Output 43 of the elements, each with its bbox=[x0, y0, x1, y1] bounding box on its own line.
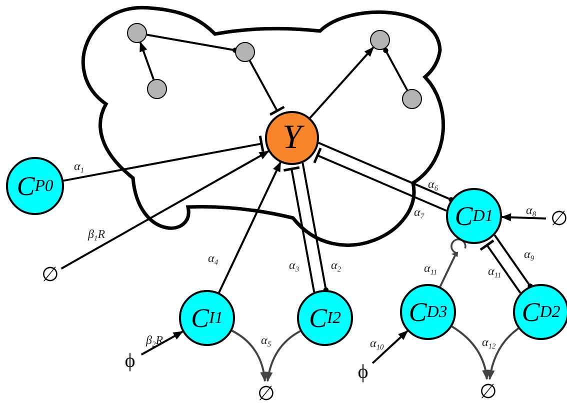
connector-line bbox=[318, 142, 454, 202]
edge-label: β$_{1}$R bbox=[88, 228, 106, 242]
connector-line bbox=[302, 162, 329, 293]
edge-label: α$_{5}$ bbox=[261, 334, 272, 348]
arrow bbox=[451, 326, 490, 380]
connector-line bbox=[146, 34, 238, 53]
empty-set-symbol: ∅ bbox=[480, 382, 496, 402]
arrow bbox=[487, 328, 519, 380]
arrow bbox=[372, 330, 408, 364]
edge-label: α$_{10}$ bbox=[370, 337, 384, 352]
edge-label: α$_{1}$ bbox=[74, 160, 84, 174]
arrow bbox=[231, 330, 268, 382]
edge-label: β$_{2}$R bbox=[146, 334, 164, 348]
edge-label: α$_{2}$ bbox=[331, 259, 342, 274]
connector-line bbox=[383, 48, 408, 91]
edge-label: α$_{12}$ bbox=[482, 336, 496, 350]
edge-label: α$_{7}$ bbox=[414, 206, 424, 220]
connector-line bbox=[494, 234, 533, 289]
inhibition-line bbox=[282, 166, 316, 292]
inhibition-line bbox=[313, 146, 447, 212]
empty-set-symbol: ∅ bbox=[258, 384, 274, 403]
edge-label: α$_{8}$ bbox=[526, 204, 536, 218]
arrow bbox=[500, 213, 546, 222]
arrow bbox=[309, 46, 374, 119]
arrow bbox=[140, 330, 184, 356]
connector-line bbox=[439, 238, 466, 288]
edge-label: α$_{6}$ bbox=[428, 178, 438, 192]
edge-label: α$_{3}$ bbox=[289, 259, 300, 274]
inhibition-line bbox=[479, 239, 522, 294]
edge-label: α$_{11}$ bbox=[424, 262, 438, 276]
inhibition-line bbox=[63, 134, 264, 182]
empty-set-symbol: ∅ bbox=[551, 209, 567, 229]
edge-label: α$_{4}$ bbox=[208, 252, 218, 266]
empty-set-symbol: ∅ bbox=[42, 265, 58, 285]
arrow bbox=[139, 41, 155, 80]
edge-label: α$_{9}$ bbox=[524, 248, 534, 262]
arrow bbox=[60, 150, 270, 270]
edge-label: α$_{11}$ bbox=[488, 265, 502, 280]
empty-set-symbol: ϕ bbox=[355, 362, 371, 382]
empty-set-symbol: ϕ bbox=[122, 351, 138, 371]
arrow bbox=[265, 330, 301, 382]
inhibition-line bbox=[248, 60, 286, 116]
arrow bbox=[218, 162, 282, 294]
